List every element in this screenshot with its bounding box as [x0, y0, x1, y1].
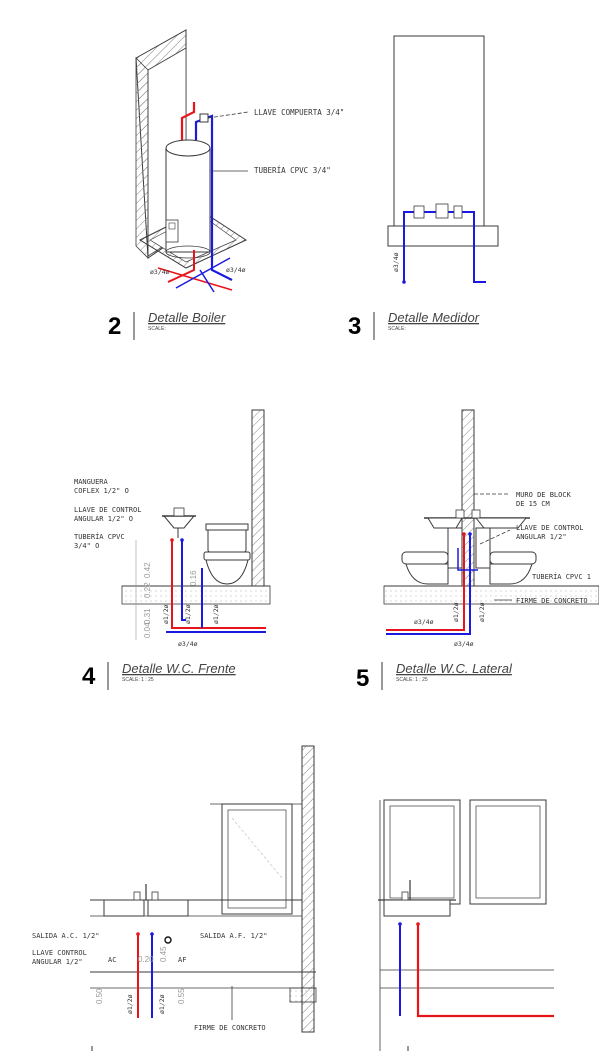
dia-2: ø1/2ø [184, 604, 192, 624]
floor-label: FIRME DE CONCRETO [194, 1024, 266, 1032]
wall-label-1: MURO DE BLOCK [516, 491, 572, 499]
detail-title: Detalle Boiler [148, 310, 226, 325]
ctrl-label-2: ANGULAR 1/2" [32, 958, 83, 966]
detail-number: 2 [108, 313, 121, 340]
water-heater-tank [165, 139, 211, 259]
toilet-left [401, 527, 463, 585]
detail-scale: SCALE: 1 : 25 [396, 677, 428, 683]
dia-1: ø1/2ø [126, 994, 134, 1014]
wall-label-2: DE 15 CM [516, 500, 550, 508]
detail-medidor: ø3/4ø 3 Detalle Medidor SCALE: [348, 35, 499, 340]
valve-leader [207, 111, 249, 119]
detail-title: Detalle W.C. Lateral [396, 661, 513, 676]
dia-label-right: ø3/4ø [226, 266, 246, 274]
dim-055: 0.55 [177, 988, 186, 1004]
dia-1: ø1/2ø [452, 602, 460, 622]
wall-sink [162, 507, 196, 538]
pipe-label: TUBERÍA CPVC 3/4" [254, 166, 331, 175]
ctrl-label-1: LLAVE CONTROL [32, 949, 87, 957]
dia-4: ø3/4ø [454, 640, 474, 648]
detail-number: 5 [356, 665, 369, 692]
ac-label: AC [108, 956, 116, 964]
hose-label-2: COFLEX 1/2" O [74, 487, 129, 495]
wc-wall [251, 409, 265, 587]
dim-045: 0.45 [159, 946, 168, 962]
detail-lavabo-frente: SALIDA A.C. 1/2" SALIDA A.F. 1/2" LLAVE … [32, 745, 317, 1051]
ctrl-label-2: ANGULAR 1/2" [516, 533, 567, 541]
ctrl-label-1: LLAVE DE CONTROL [74, 506, 141, 514]
detail-scale: SCALE: [388, 326, 406, 332]
floor-label: FIRME DE CONCRETO [516, 597, 588, 605]
dim-004: 0.04 [143, 622, 152, 638]
dim-020: 0.20 [138, 955, 154, 964]
meter-base [387, 225, 499, 247]
detail-title: Detalle W.C. Frente [122, 661, 236, 676]
detail-wc-lateral: MURO DE BLOCK DE 15 CM LLAVE DE CONTROL … [356, 409, 599, 692]
detail-lavabo-lateral [378, 799, 554, 1051]
detail-number: 3 [348, 313, 361, 340]
dia-3: ø1/2ø [212, 604, 220, 624]
dim-042: 0.42 [143, 562, 152, 578]
detail-wc-frente: 0.42 0.22 0.16 0.31 0.04 MANGUERA COFLEX… [74, 409, 271, 690]
dim-022: 0.22 [143, 582, 152, 598]
detail-scale: SCALE: [148, 326, 166, 332]
detail-title: Detalle Medidor [388, 310, 480, 325]
dim-031: 0.31 [143, 608, 152, 624]
ctrl-label-1: LLAVE DE CONTROL [516, 524, 583, 532]
detail-number: 4 [82, 663, 96, 690]
meter-wall [393, 35, 485, 227]
meter-dia-label: ø3/4ø [392, 252, 400, 272]
window-right [469, 799, 547, 905]
pipe-label: TUBERÍA CPVC 1 [532, 572, 591, 581]
window-left [383, 799, 461, 905]
lavabo-wall [301, 745, 315, 1033]
toilet [203, 523, 251, 585]
window [221, 803, 293, 915]
dia-label-left: ø3/4ø [150, 268, 170, 276]
dim-016: 0.16 [189, 570, 198, 586]
dia-4: ø3/4ø [178, 640, 198, 648]
hose-label-1: MANGUERA [74, 478, 109, 486]
dia-2: ø1/2ø [158, 994, 166, 1014]
toilet-right [475, 527, 537, 585]
double-basin [103, 884, 189, 917]
dia-3: ø3/4ø [414, 618, 434, 626]
side-basin [378, 880, 456, 917]
valve-label: LLAVE COMPUERTA 3/4" [254, 108, 344, 117]
dia-2: ø1/2ø [478, 602, 486, 622]
dim-050: 0.50 [95, 988, 104, 1004]
double-sink [424, 509, 530, 529]
detail-scale: SCALE: 1 : 25 [122, 677, 154, 683]
detail-boiler: LLAVE COMPUERTA 3/4" TUBERÍA CPVC 3/4" ø… [108, 29, 344, 340]
ctrl-label-2: ANGULAR 1/2" O [74, 515, 133, 523]
dia-1: ø1/2ø [162, 604, 170, 624]
pipe-label-1: TUBERÍA CPVC [74, 532, 125, 541]
pipe-label-2: 3/4" O [74, 542, 99, 550]
salida-af-label: SALIDA A.F. 1/2" [200, 932, 267, 940]
af-label: AF [178, 956, 186, 964]
salida-ac-label: SALIDA A.C. 1/2" [32, 932, 99, 940]
